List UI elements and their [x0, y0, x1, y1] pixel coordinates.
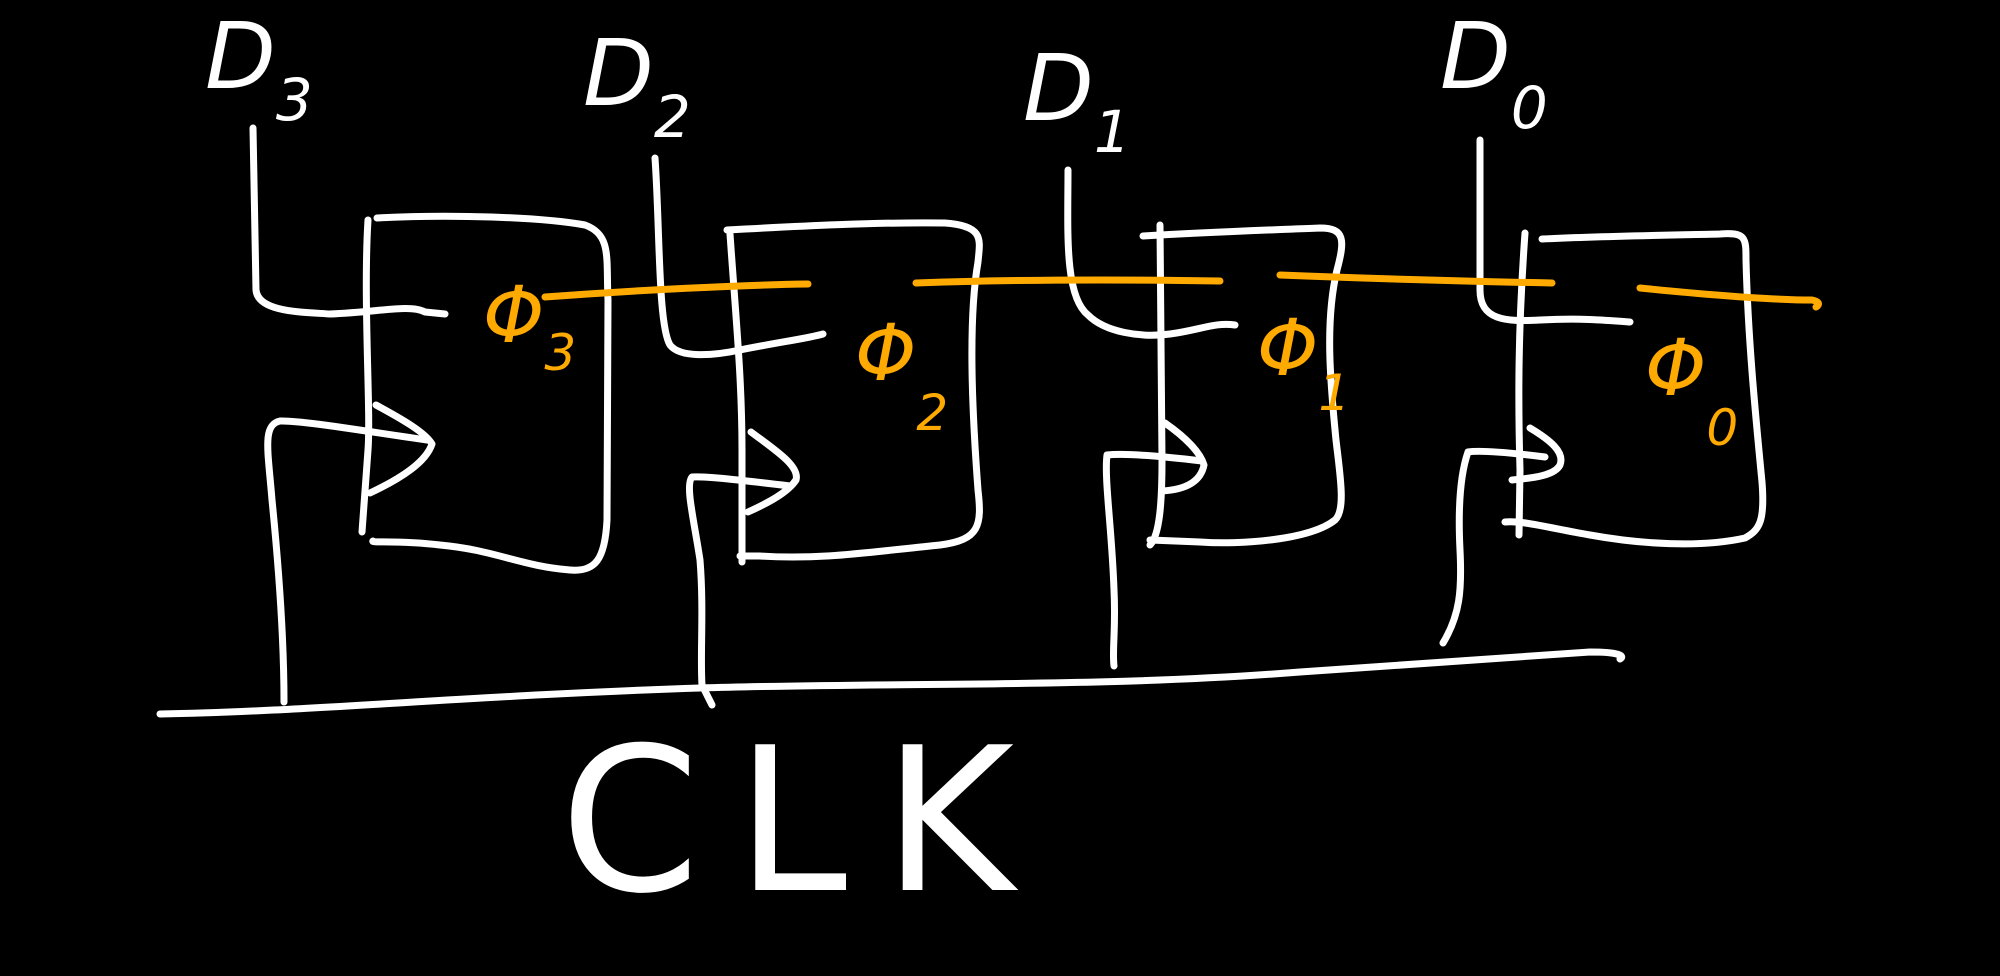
flip-flop-0 — [1439, 136, 1767, 647]
flip-flop-0-clock-wire — [1439, 447, 1549, 647]
flip-flop-3-d-input-wire — [249, 124, 449, 318]
flip-flop-1-clock-triangle — [1158, 419, 1208, 495]
output-bus — [541, 271, 1822, 311]
flip-flop-1-d-input-wire — [1064, 166, 1239, 339]
input-label-d2: D2 — [583, 20, 691, 151]
flip-flop-1-box — [1139, 224, 1346, 547]
flip-flop-3-clock-triangle — [366, 401, 436, 497]
flip-flop-1-clock-wire — [1102, 450, 1206, 670]
output-label-phi1: Φ1 — [1257, 304, 1350, 422]
output-label-phi3: Φ3 — [483, 271, 576, 382]
flip-flop-2-d-input-wire — [651, 154, 827, 359]
input-labels: D3 D2 D1 D0 — [205, 3, 1548, 166]
output-labels: Φ3 Φ2 Φ1 Φ0 — [483, 271, 1738, 457]
flip-flop-0-d-input-wire — [1476, 136, 1634, 326]
flip-flop-2-clock-triangle — [744, 428, 800, 516]
flip-flop-3-box — [369, 212, 612, 574]
flip-flop-3-left-wall — [358, 216, 373, 536]
flip-flop-2-box — [723, 219, 983, 561]
flip-flop-2-clock-wire — [686, 473, 794, 709]
clock-line — [156, 648, 1626, 718]
input-label-d3: D3 — [205, 3, 313, 134]
output-label-phi0: Φ0 — [1645, 324, 1738, 457]
output-bus-segment-1 — [1276, 271, 1556, 287]
output-bus-segment-2 — [912, 276, 1224, 287]
flip-flop-3 — [249, 124, 612, 706]
flip-flop-1 — [1064, 166, 1346, 670]
flip-flop-2 — [651, 154, 983, 709]
output-bus-segment-3 — [541, 280, 812, 301]
input-label-d0: D0 — [1440, 3, 1548, 142]
output-bus-segment-0 — [1636, 284, 1822, 311]
output-label-phi2: Φ2 — [855, 309, 948, 442]
input-label-d1: D1 — [1023, 35, 1131, 166]
flip-flop-2-left-wall — [726, 230, 746, 566]
flip-flop-1-left-wall — [1146, 221, 1166, 549]
flip-flop-0-clock-triangle — [1508, 424, 1565, 484]
flip-flop-3-clock-wire — [264, 417, 431, 706]
clock-label: CLK — [560, 705, 1050, 938]
flip-flop-0-left-wall — [1515, 229, 1529, 539]
flip-flop-0-box — [1501, 230, 1767, 548]
